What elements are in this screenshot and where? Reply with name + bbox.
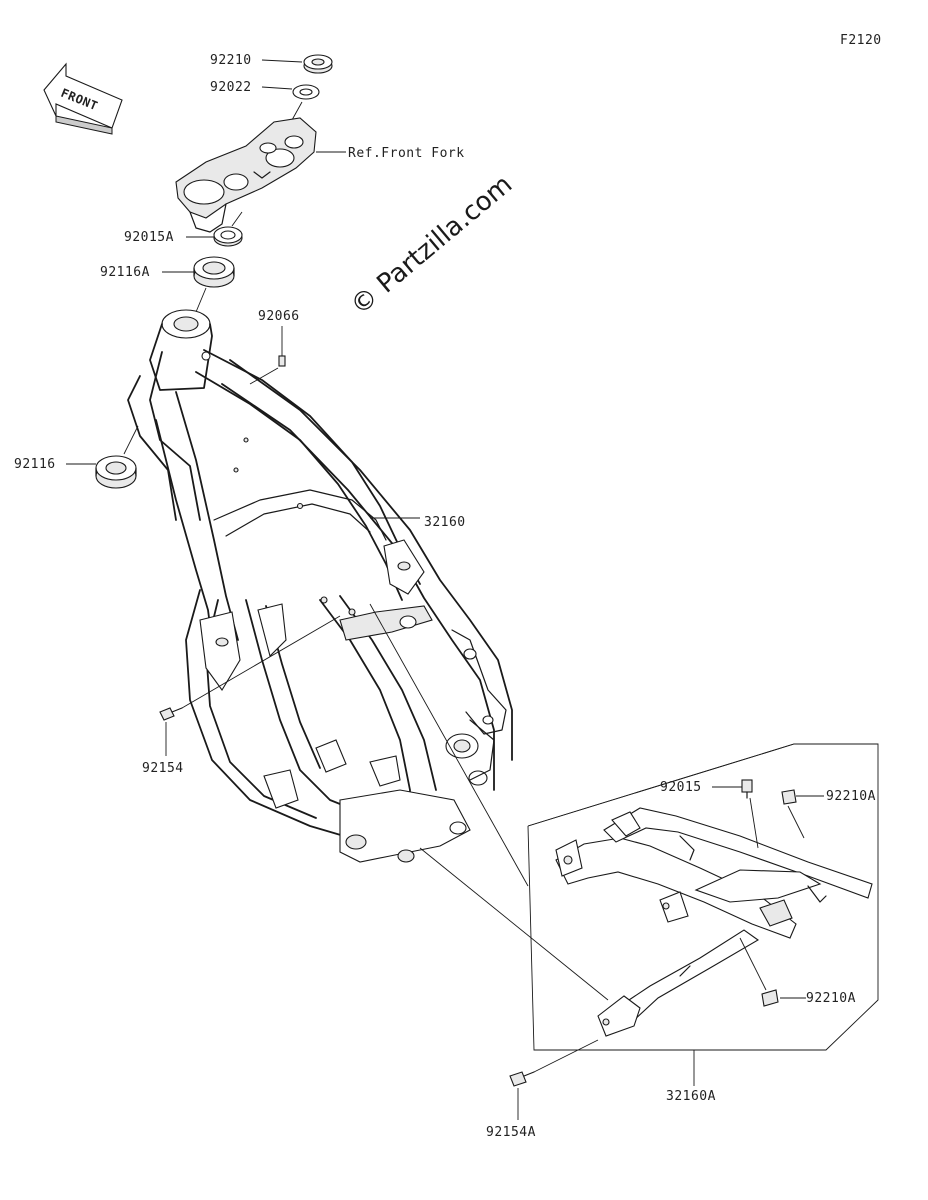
ref-front-fork-label: Ref.Front Fork — [348, 146, 465, 161]
bolt-92015-icon — [741, 779, 753, 799]
main-frame-icon — [127, 309, 513, 863]
part-label-92154: 92154 — [142, 761, 184, 776]
bolt-92154A-icon — [509, 1071, 535, 1087]
part-label-92210A-bottom: 92210A — [806, 991, 856, 1006]
bearing-92116-icon — [95, 455, 137, 489]
bolt-92154-icon — [159, 707, 183, 721]
part-label-92210A-top: 92210A — [826, 789, 876, 804]
bolt-92066-icon — [278, 355, 286, 367]
part-label-92154A: 92154A — [486, 1125, 536, 1140]
part-label-92116: 92116 — [14, 457, 56, 472]
nut-92210A-top-icon — [781, 789, 797, 805]
steering-stem-icon — [175, 117, 317, 233]
part-label-92015A: 92015A — [124, 230, 174, 245]
washer-92022-icon — [292, 84, 320, 100]
front-arrow-icon: FRONT — [43, 62, 123, 135]
nut-92210A-bottom-icon — [761, 989, 779, 1007]
bearing-seal-92015A-icon — [213, 226, 243, 247]
watermark: © Partzilla.com — [345, 169, 518, 321]
subframe-box — [527, 743, 879, 1051]
part-label-32160: 32160 — [424, 515, 466, 530]
part-label-92116A: 92116A — [100, 265, 150, 280]
bearing-92116A-icon — [193, 256, 235, 288]
part-label-92022: 92022 — [210, 80, 252, 95]
part-label-92066: 92066 — [258, 309, 300, 324]
part-label-92015: 92015 — [660, 780, 702, 795]
part-label-92210: 92210 — [210, 53, 252, 68]
subframe-32160A-icon — [555, 807, 873, 1037]
nut-92210-icon — [303, 54, 333, 74]
diagram-code: F2120 — [840, 33, 882, 48]
part-label-32160A: 32160A — [666, 1089, 716, 1104]
